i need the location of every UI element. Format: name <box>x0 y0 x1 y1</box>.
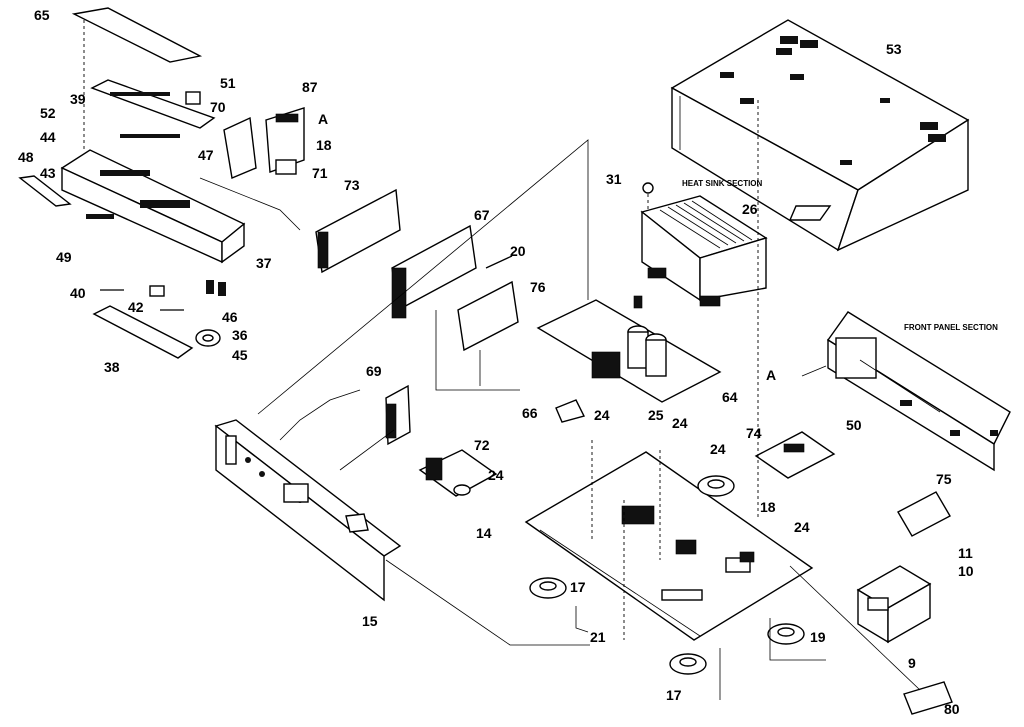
callout-50: 50 <box>846 417 862 433</box>
board-64 <box>536 295 722 403</box>
heat-sink-section-label: HEAT SINK SECTION <box>682 179 763 188</box>
heat-sink-section <box>640 182 768 307</box>
callout-73: 73 <box>344 177 360 193</box>
feet <box>529 475 805 675</box>
callout-39: 39 <box>70 91 86 107</box>
callout-80: 80 <box>944 701 960 717</box>
callout-17-b: 17 <box>666 687 682 703</box>
callout-10: 10 <box>958 563 974 579</box>
callout-70: 70 <box>210 99 226 115</box>
callout-18-top: 18 <box>316 137 332 153</box>
front-subassembly <box>18 7 246 359</box>
callout-24-a: 24 <box>594 407 610 423</box>
callout-21: 21 <box>590 629 606 645</box>
callout-24-e: 24 <box>794 519 810 535</box>
callout-66: 66 <box>522 405 538 421</box>
callout-46: 46 <box>222 309 238 325</box>
callout-31: 31 <box>606 171 622 187</box>
callout-52: 52 <box>40 105 56 121</box>
top-cover <box>670 19 970 252</box>
callout-18-bottom: 18 <box>760 499 776 515</box>
callout-26: 26 <box>742 201 758 217</box>
callout-49: 49 <box>56 249 72 265</box>
leader-lines <box>199 100 921 700</box>
transformer <box>754 431 953 715</box>
callout-53: 53 <box>886 41 902 57</box>
callout-9: 9 <box>908 655 916 671</box>
callout-67: 67 <box>474 207 490 223</box>
callout-36: 36 <box>232 327 248 343</box>
callout-71: 71 <box>312 165 328 181</box>
callout-69: 69 <box>366 363 382 379</box>
callout-24-c: 24 <box>710 441 726 457</box>
callout-25: 25 <box>648 407 664 423</box>
callout-24-d: 24 <box>488 467 504 483</box>
callout-a-top: A <box>318 111 328 127</box>
callout-15: 15 <box>362 613 378 629</box>
callout-40: 40 <box>70 285 86 301</box>
callout-numbers: 65 51 87 A 39 52 70 18 44 47 48 43 71 73… <box>18 7 974 717</box>
callout-14: 14 <box>476 525 492 541</box>
callout-51: 51 <box>220 75 236 91</box>
callout-37: 37 <box>256 255 272 271</box>
callout-24-b: 24 <box>672 415 688 431</box>
chassis <box>524 451 814 641</box>
callout-87: 87 <box>302 79 318 95</box>
callout-20: 20 <box>510 243 526 259</box>
callout-a-right: A <box>766 367 776 383</box>
boards-70-71 <box>223 107 305 179</box>
rear-panel <box>214 419 402 602</box>
callout-72: 72 <box>474 437 490 453</box>
callout-47: 47 <box>198 147 214 163</box>
boards-69-72 <box>385 384 586 497</box>
callout-42: 42 <box>128 299 144 315</box>
callout-45: 45 <box>232 347 248 363</box>
front-panel-section-label: FRONT PANEL SECTION <box>904 323 998 332</box>
callout-19: 19 <box>810 629 826 645</box>
callout-17-a: 17 <box>570 579 586 595</box>
callout-38: 38 <box>104 359 120 375</box>
callout-44: 44 <box>40 129 56 145</box>
front-panel-section <box>826 311 1011 472</box>
callout-65: 65 <box>34 7 50 23</box>
callout-75: 75 <box>936 471 952 487</box>
callout-76: 76 <box>530 279 546 295</box>
callout-64: 64 <box>722 389 738 405</box>
callout-48: 48 <box>18 149 34 165</box>
callout-74: 74 <box>746 425 762 441</box>
callout-11: 11 <box>958 545 973 561</box>
callout-43: 43 <box>40 165 56 181</box>
